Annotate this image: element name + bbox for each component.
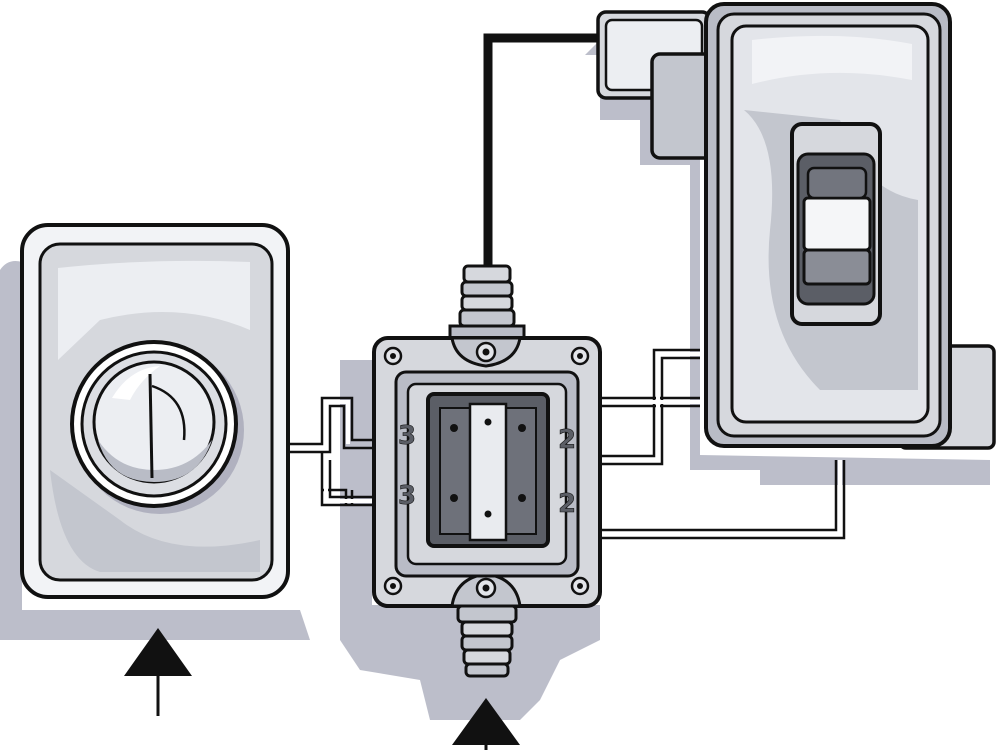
dimmer-knob-indicator [148, 373, 154, 479]
junction-box-corner-screws [383, 341, 590, 599]
left-wire-pair [288, 396, 376, 507]
main-feed-wire [483, 33, 600, 268]
junction-box[interactable]: 3 3 2 2 [372, 264, 602, 678]
top-cable-gland [448, 264, 526, 342]
terminal-label-right-bottom: 2 [558, 489, 576, 519]
dimmer-plate-highlight [58, 260, 250, 360]
terminal-label-left-bottom: 3 [398, 481, 416, 511]
arrow-left-icon [124, 628, 192, 716]
terminal-screws [450, 418, 526, 518]
dimmer-knob-face-highlight [112, 366, 160, 400]
terminal-label-left-top: 3 [398, 421, 416, 451]
toggle-lever-icon[interactable] [802, 166, 872, 286]
bottom-cable-gland [456, 604, 518, 678]
dimmer-knob-icon[interactable] [70, 340, 244, 514]
dimmer-knob-face-shade [98, 440, 212, 482]
dimmer-plate-darker-band [50, 470, 260, 572]
dimmer-knob-arc [151, 384, 186, 441]
arrow-center-icon [452, 698, 520, 750]
toggle-switch-device[interactable] [596, 2, 996, 450]
right-wire-bundle-core [598, 352, 842, 536]
switch-mounting-bracket [596, 10, 714, 160]
dimmer-device[interactable] [20, 223, 290, 599]
terminal-label-right-top: 2 [558, 425, 576, 455]
left-wire-pair-core [324, 400, 376, 503]
switch-plate-highlight [752, 35, 912, 84]
junction-box-shadow [340, 360, 600, 720]
wire-layer [288, 33, 846, 540]
